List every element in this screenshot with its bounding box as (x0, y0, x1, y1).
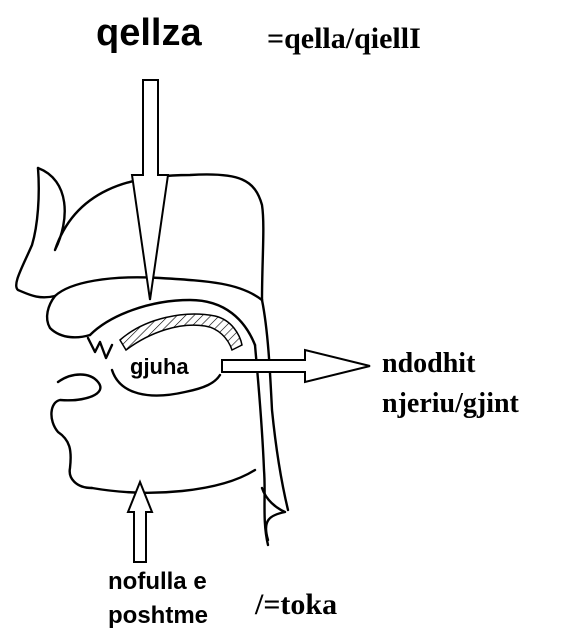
jaw-meaning: /=toka (255, 590, 337, 620)
title-meaning: =qella/qiellI (267, 24, 421, 54)
happens-line1: ndodhit (382, 350, 475, 378)
pharynx-right (262, 300, 288, 510)
upper-lip (47, 296, 90, 337)
up-arrow (128, 482, 152, 562)
lower-lip-chin (51, 375, 100, 489)
title-word: qellza (96, 14, 202, 52)
nose-outline (16, 168, 55, 297)
happens-line2: njeriu/gjint (382, 390, 519, 418)
upper-teeth (88, 338, 112, 358)
tongue-label: gjuha (130, 356, 189, 378)
nasal-floor (55, 277, 262, 300)
pharynx-left (255, 345, 268, 545)
mouth-floor (92, 470, 255, 493)
jaw-line2: poshtme (108, 604, 208, 628)
jaw-line1: nofulla e (108, 570, 207, 594)
right-arrow (222, 350, 370, 382)
hatched-palate-band (120, 314, 242, 350)
down-arrow (132, 80, 168, 300)
